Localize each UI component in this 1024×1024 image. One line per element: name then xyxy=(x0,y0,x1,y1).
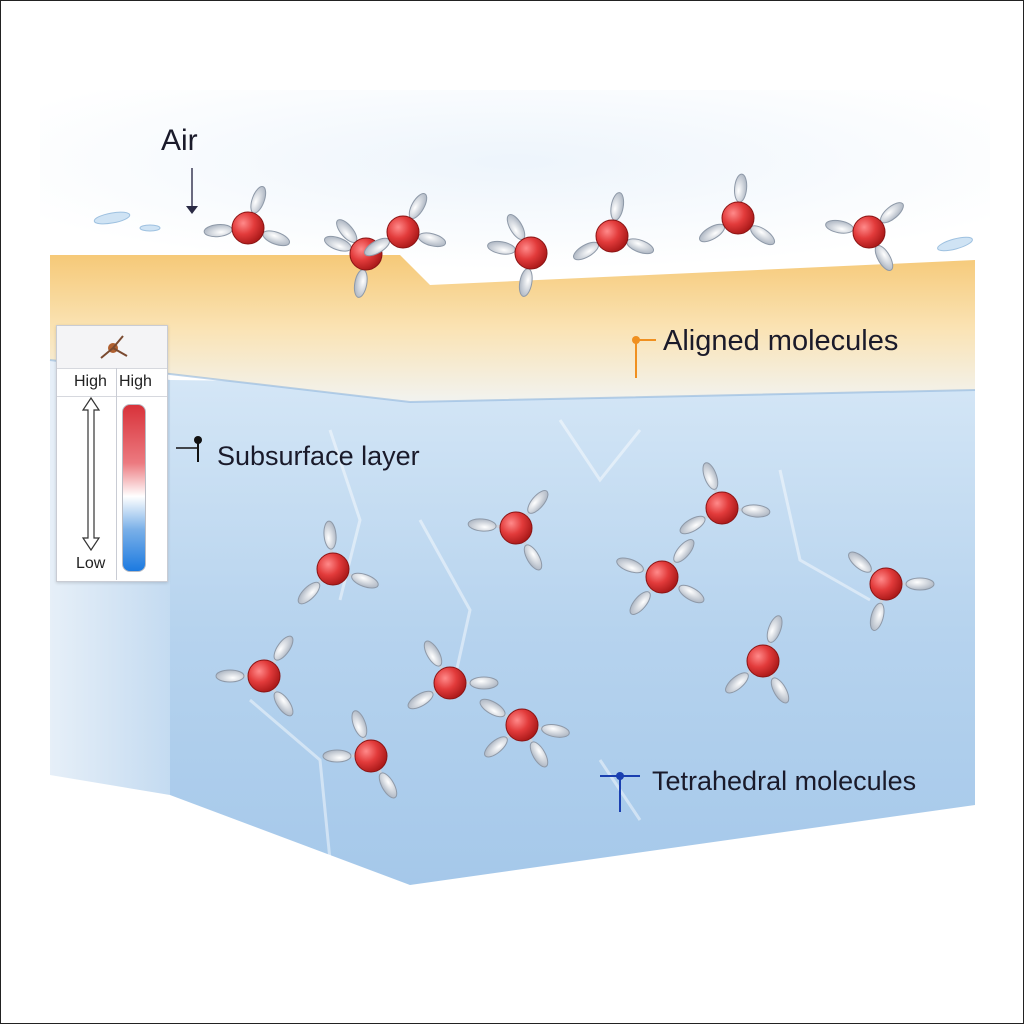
aligned-water-molecule xyxy=(573,192,655,261)
hydrogen-atom xyxy=(541,724,570,738)
tetrahedral-water-molecule xyxy=(215,635,294,717)
aligned-surface-band xyxy=(50,255,975,402)
band-bottom-edge xyxy=(49,359,976,404)
oxygen-atom xyxy=(316,552,350,586)
oxygen-atom xyxy=(721,201,755,235)
hydrogen-atom xyxy=(848,551,872,573)
legend-high-right: High xyxy=(119,373,152,390)
subsurface-marker xyxy=(176,436,202,462)
hydrogen-atom xyxy=(378,772,398,799)
hydrogen-atom xyxy=(323,520,337,550)
hydrogen-atom xyxy=(322,749,352,763)
legend-header xyxy=(57,326,167,369)
oxygen-atom xyxy=(869,567,903,601)
tetrahedral-marker xyxy=(600,772,640,812)
legend-high-left: High xyxy=(74,373,107,390)
hydrogen-atom xyxy=(479,698,506,718)
aligned-water-molecule xyxy=(203,185,291,247)
molecule-sketch-icon xyxy=(100,335,128,359)
hydrogen-atom xyxy=(702,462,719,490)
oxygen-atom xyxy=(746,644,780,678)
hydrogen-atom xyxy=(215,669,245,683)
hydrogen-atom xyxy=(616,557,644,574)
aligned-molecules-label: Aligned molecules xyxy=(663,325,899,357)
aligned-water-molecule xyxy=(487,214,548,297)
hydrogen-atom xyxy=(679,515,706,535)
aligned-molecule-layer xyxy=(203,173,904,298)
legend-divider xyxy=(116,368,117,580)
hydrogen-atom xyxy=(678,584,705,604)
hydrogen-atom xyxy=(766,615,783,643)
oxygen-atom xyxy=(433,666,467,700)
tetrahedral-water-molecule xyxy=(467,490,549,571)
hydrogen-atom xyxy=(869,602,885,631)
hydrogen-atom xyxy=(351,572,379,589)
tetrahedral-water-molecule xyxy=(479,698,570,768)
oxygen-atom xyxy=(705,491,739,525)
oxygen-atom xyxy=(247,659,281,693)
aligned-water-molecule xyxy=(825,202,904,271)
tetrahedral-molecules-label: Tetrahedral molecules xyxy=(652,766,917,796)
legend-low: Low xyxy=(76,555,106,572)
hydrogen-atom xyxy=(467,518,497,532)
hydrogen-atom xyxy=(273,691,294,717)
hydrogen-atom xyxy=(725,672,749,694)
tetrahedral-water-molecule xyxy=(297,520,379,605)
gradient-legend: High High Low xyxy=(56,325,168,582)
air-region xyxy=(40,90,990,270)
legend-separator xyxy=(57,396,167,397)
tetrahedral-water-molecule xyxy=(848,551,935,631)
hydrogen-atom xyxy=(484,736,508,758)
tetrahedral-molecule-layer xyxy=(215,462,935,799)
surface-droplets xyxy=(93,211,973,252)
oxygen-atom xyxy=(645,560,679,594)
hydrogen-atom xyxy=(351,710,368,738)
oxygen-atom xyxy=(354,739,388,773)
air-pointer xyxy=(186,168,198,214)
tetrahedral-water-molecule xyxy=(725,615,790,704)
oxygen-atom xyxy=(505,708,539,742)
oxygen-atom xyxy=(231,211,265,245)
aligned-marker xyxy=(632,336,656,378)
hydrogen-atom xyxy=(673,539,695,563)
hydrogen-atom xyxy=(297,581,321,605)
tetrahedral-water-molecule xyxy=(616,539,705,615)
oxygen-atom xyxy=(499,511,533,545)
hydrogen-atom xyxy=(770,677,790,704)
oxygen-atom xyxy=(386,215,420,249)
hydrogen-atom xyxy=(527,490,549,514)
tetrahedral-water-molecule xyxy=(679,462,771,535)
hydrogen-atom xyxy=(523,544,543,571)
hydrogen-atom xyxy=(423,640,443,667)
subsurface-layer-label: Subsurface layer xyxy=(217,441,420,471)
oxygen-atom xyxy=(514,236,548,270)
tetrahedral-water-molecule xyxy=(322,710,398,799)
air-label: Air xyxy=(161,124,198,157)
double-arrow-icon xyxy=(81,396,101,552)
hydrogen-atom xyxy=(741,504,771,518)
hydrogen-atom xyxy=(407,690,434,710)
hydrogen-atom xyxy=(273,635,294,661)
legend-colorbar xyxy=(122,404,146,572)
hydrogen-atom xyxy=(629,591,651,615)
aligned-water-molecule xyxy=(699,173,776,246)
oxygen-atom xyxy=(852,215,886,249)
aligned-water-molecule xyxy=(364,193,447,257)
oxygen-atom xyxy=(595,219,629,253)
hydrogen-atom xyxy=(469,676,499,690)
tetrahedral-water-molecule xyxy=(407,640,499,710)
aligned-water-molecule xyxy=(323,219,383,298)
hydrogen-atom xyxy=(529,741,549,768)
hydrogen-atom xyxy=(905,577,935,591)
